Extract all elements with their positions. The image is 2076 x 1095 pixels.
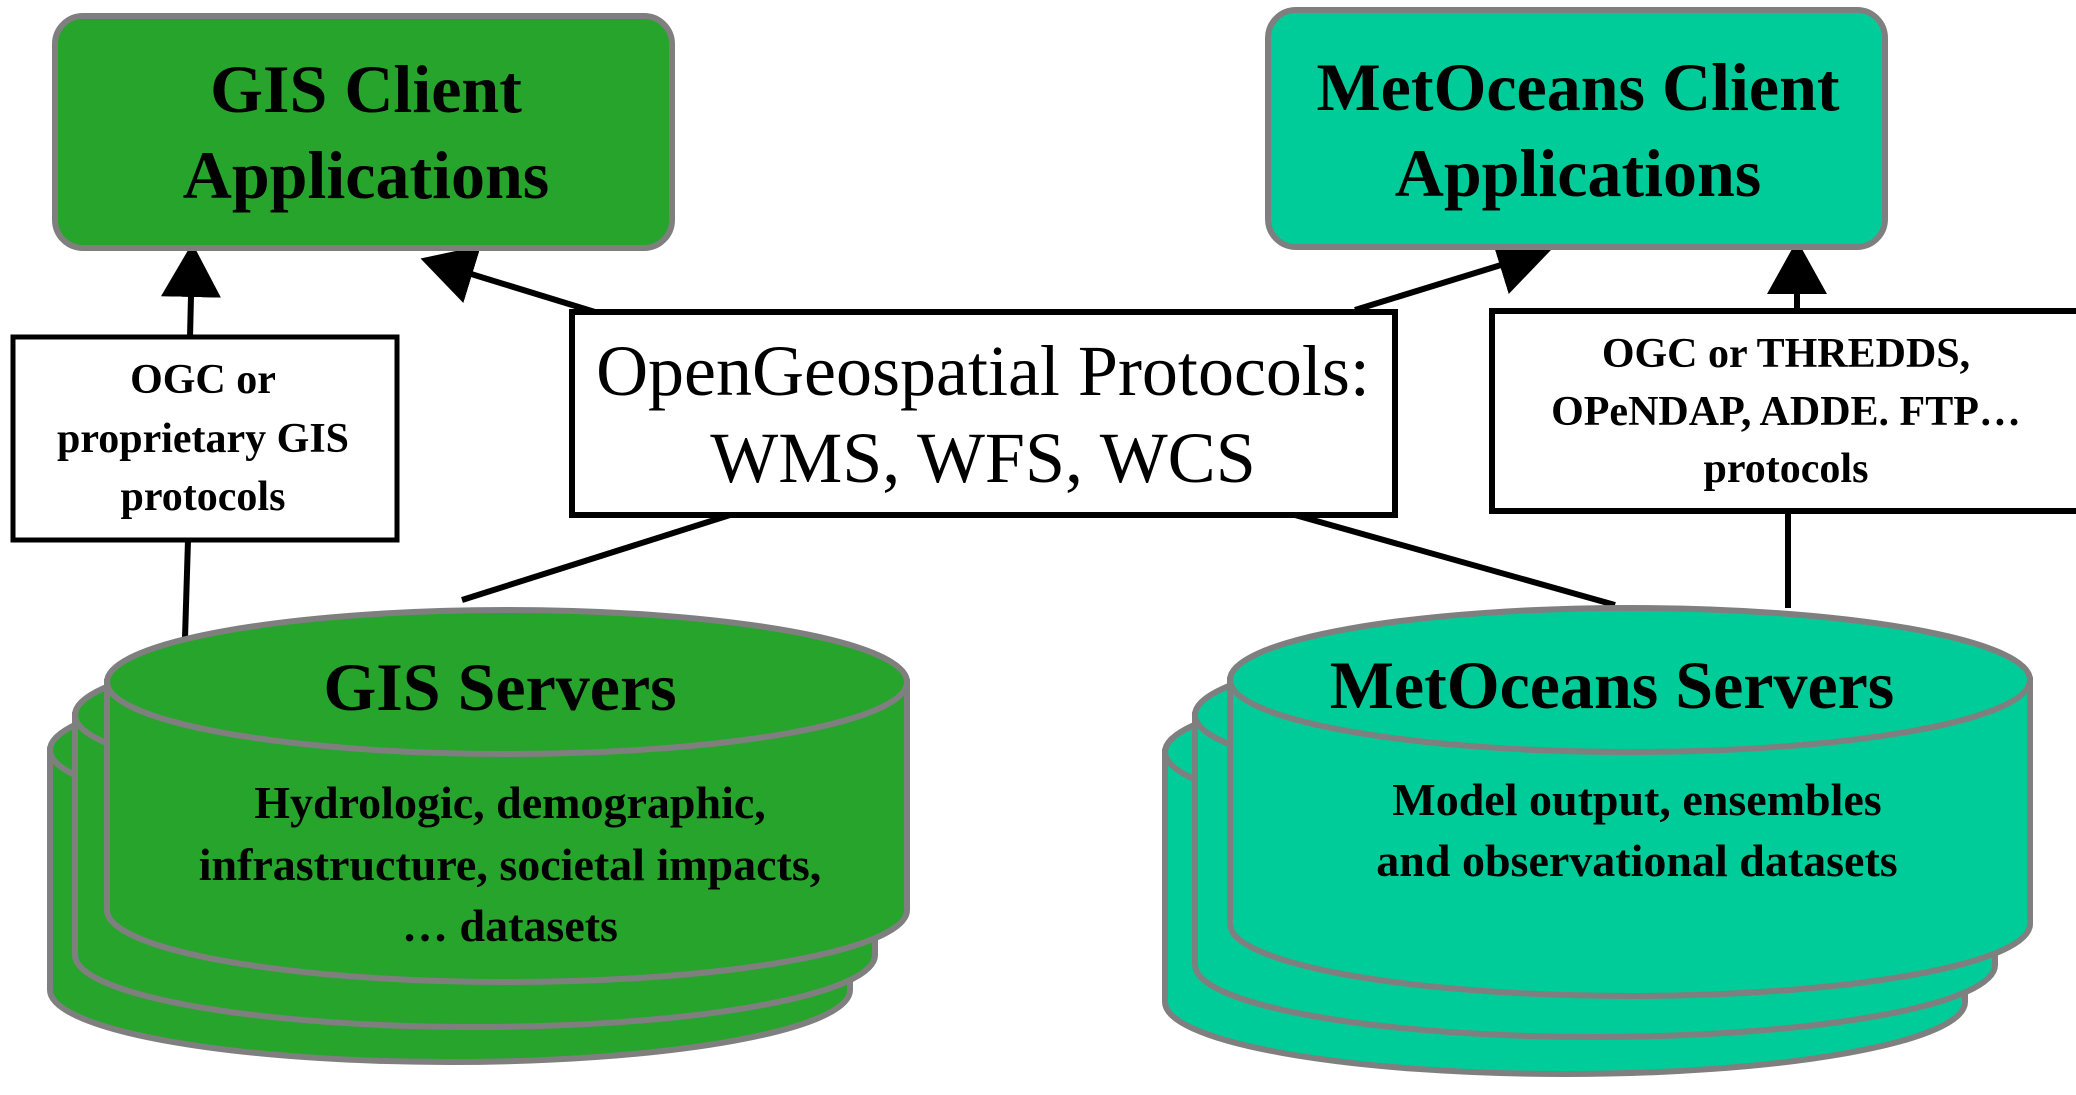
connector-gis-server-to-protocol xyxy=(182,539,191,639)
gis-servers-title: GIS Servers xyxy=(323,649,676,725)
gis-protocols-line3: protocols xyxy=(121,474,286,520)
metoceans-protocols-rect xyxy=(1489,308,2076,514)
arrow-ogp-to-metoceans-client xyxy=(1354,236,1552,313)
metoceans-protocols-box: OGC or THREDDS, OPeNDAP, ADDE. FTP… prot… xyxy=(1489,308,2076,514)
gis-client-title-line1: GIS Client xyxy=(210,51,522,127)
metoceans-protocols-line3: protocols xyxy=(1704,446,1869,492)
gis-protocols-box: OGC or proprietary GIS protocols xyxy=(10,334,400,543)
gis-client-title-line2: Applications xyxy=(183,137,550,213)
metoceans-client-title-line2: Applications xyxy=(1395,135,1762,211)
metoceans-client-rect xyxy=(1265,7,1888,250)
gis-client-box: GIS Client Applications xyxy=(52,13,675,251)
metoceans-servers-desc-line2: and observational datasets xyxy=(1376,835,1897,886)
metoceans-protocols-line2: OPeNDAP, ADDE. FTP… xyxy=(1551,389,2021,435)
arrow-gis-protocol-to-client xyxy=(160,243,221,338)
metoceans-servers-stack xyxy=(1162,605,2033,1077)
connector-ogp-to-metoceans-server xyxy=(1294,512,1616,608)
gis-protocols-rect xyxy=(10,334,400,543)
gis-protocols-line2: proprietary GIS xyxy=(57,416,349,462)
metoceans-servers-desc-line1: Model output, ensembles xyxy=(1392,774,1881,825)
arrow-ogp-to-gis-client xyxy=(420,245,596,315)
metoceans-client-title-line1: MetOceans Client xyxy=(1316,49,1839,125)
metoceans-protocols-line1: OGC or THREDDS, xyxy=(1602,331,1970,377)
gis-client-rect xyxy=(52,13,675,251)
gis-servers-desc-line1: Hydrologic, demographic, xyxy=(254,777,766,828)
opengeospatial-rect xyxy=(569,309,1398,518)
connector-gis-server-to-ogp xyxy=(461,512,731,603)
gis-servers-desc-line2: infrastructure, societal impacts, xyxy=(199,839,822,890)
opengeospatial-box: OpenGeospatial Protocols: WMS, WFS, WCS xyxy=(569,309,1398,518)
connectors xyxy=(160,236,1827,639)
gis-servers-stack xyxy=(47,607,910,1065)
gis-servers-desc-line3: … datasets xyxy=(402,900,618,951)
metoceans-client-box: MetOceans Client Applications xyxy=(1265,7,1888,250)
opengeospatial-line2: WMS, WFS, WCS xyxy=(710,418,1255,498)
opengeospatial-line1: OpenGeospatial Protocols: xyxy=(596,331,1370,411)
metoceans-server-disk-front xyxy=(1227,605,2033,999)
gis-protocols-line1: OGC or xyxy=(130,357,276,403)
gis-server-disk-front xyxy=(104,607,910,985)
metoceans-servers-title: MetOceans Servers xyxy=(1330,647,1895,723)
